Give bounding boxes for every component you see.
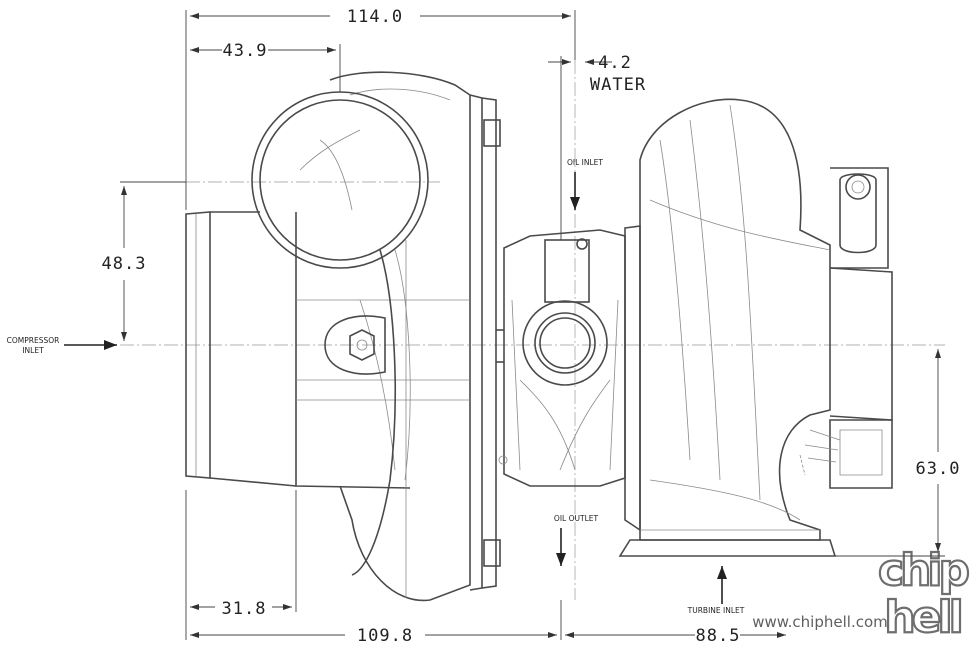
oil-inlet-label: OIL INLET (567, 158, 603, 167)
center-housing (498, 229, 626, 487)
dim-turbine-offset: 88.5 (696, 626, 741, 646)
watermark: www.chiphell.com chip hell (752, 544, 974, 644)
watermark-url: www.chiphell.com (752, 613, 888, 631)
dim-compressor-face: 31.8 (222, 599, 267, 619)
turbine-housing (618, 98, 893, 557)
oil-outlet-label: OIL OUTLET (554, 514, 599, 523)
logo-line-2: hell (884, 592, 960, 643)
dim-compressor-inlet-offset: 43.9 (223, 41, 268, 61)
dim-overall-bottom: 109.8 (357, 626, 413, 646)
dim-water-offset: 4.2 (598, 53, 632, 73)
dimension-lines (120, 10, 945, 640)
dim-compressor-height: 48.3 (102, 254, 147, 274)
compressor-housing (185, 71, 504, 602)
dim-overall-top: 114.0 (347, 7, 403, 27)
compressor-inlet-label-1: COMPRESSOR (7, 336, 60, 345)
logo-line-1: chip (878, 545, 968, 596)
chiphell-logo-icon: chip hell (877, 544, 974, 644)
center-lines (120, 60, 945, 600)
dim-turbine-height: 63.0 (916, 459, 961, 479)
turbine-inlet-label: TURBINE INLET (687, 606, 745, 615)
compressor-inlet-label-2: INLET (22, 346, 44, 355)
callout-arrows (64, 172, 727, 604)
water-label: WATER (590, 75, 646, 95)
